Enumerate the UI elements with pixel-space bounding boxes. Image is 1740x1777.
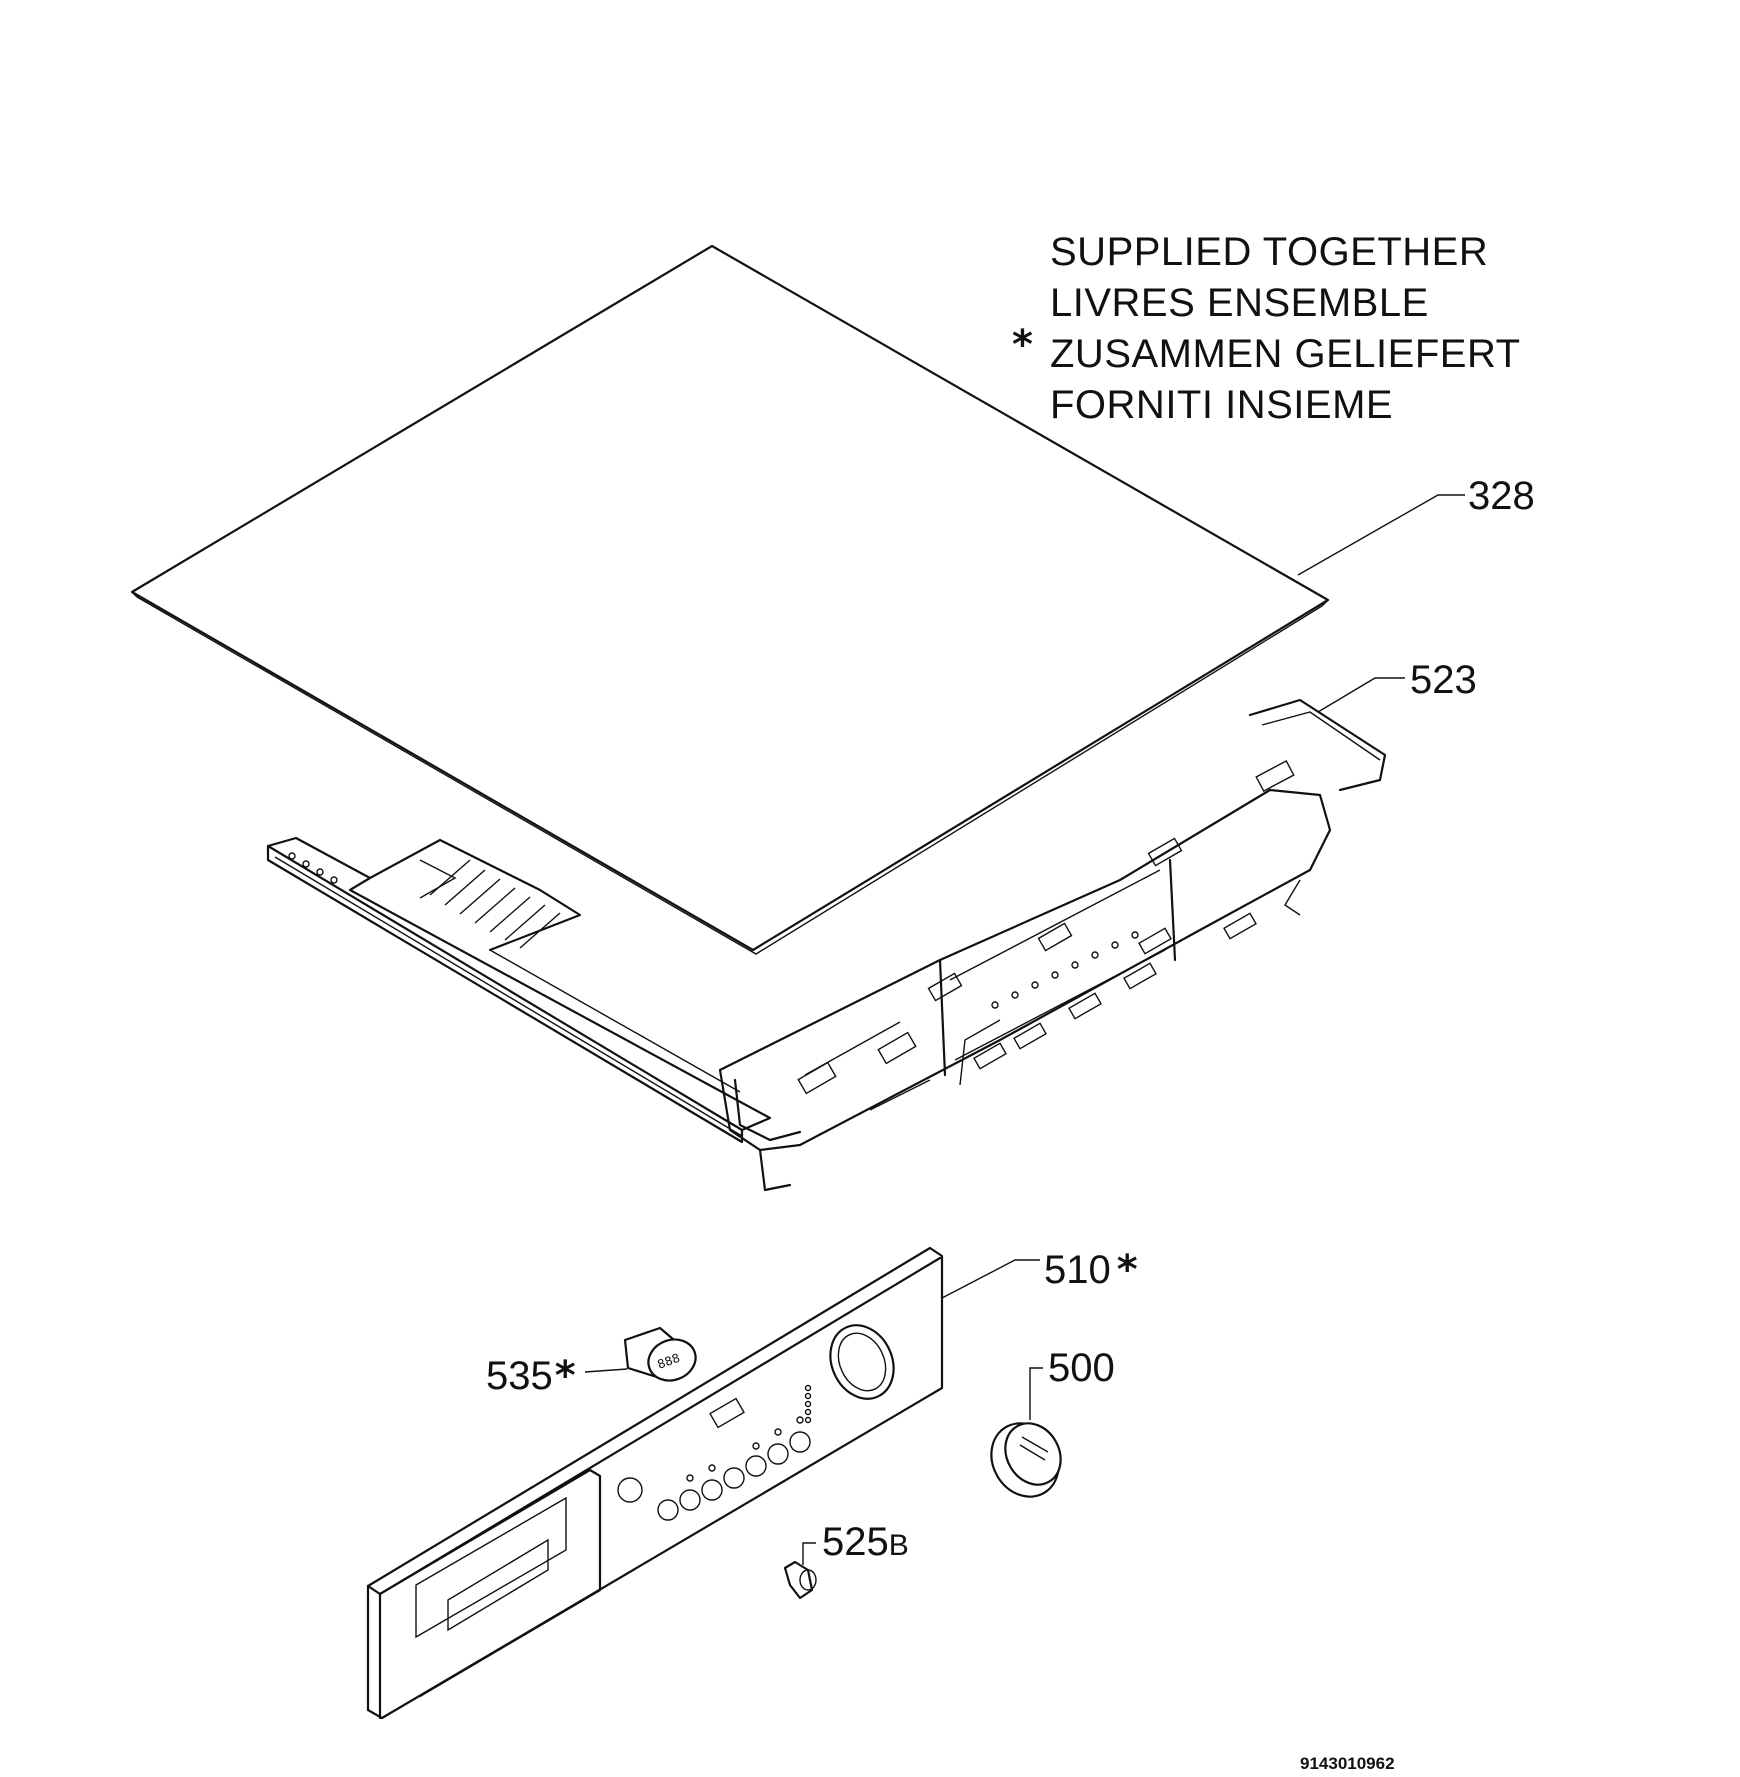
legend-asterisk: *: [1012, 322, 1033, 368]
callout-510-asterisk: *: [1116, 1247, 1138, 1293]
part-500-knob: [990, 1422, 1062, 1498]
part-328-top-cover: [130, 244, 1330, 955]
callout-510: 510*: [1044, 1250, 1138, 1290]
legend-line-en: SUPPLIED TOGETHER: [1050, 230, 1489, 274]
document-number: 9143010962: [1300, 1754, 1395, 1773]
legend-line-fr: LIVRES ENSEMBLE: [1050, 281, 1429, 325]
callout-510-number: 510: [1044, 1248, 1111, 1292]
part-523-panel-frame: [266, 698, 1387, 1192]
indicator-led-column: [804, 1384, 812, 1424]
callout-328: 328: [1468, 474, 1535, 518]
leader-lines: [584, 494, 1465, 1565]
callout-525b-number: 525: [822, 1520, 889, 1564]
callout-525b: 525B: [822, 1522, 909, 1562]
part-535-display-module: 888: [623, 1326, 697, 1382]
callout-535-number: 535: [486, 1354, 553, 1398]
callout-523: 523: [1410, 658, 1477, 702]
callout-500: 500: [1048, 1346, 1115, 1390]
part-525b-lamp: [783, 1560, 817, 1600]
callout-535: 535*: [486, 1356, 576, 1396]
legend-line-de: ZUSAMMEN GELIEFERT: [1050, 332, 1521, 376]
legend-line-it: FORNITI INSIEME: [1050, 383, 1394, 427]
callout-535-asterisk: *: [554, 1353, 576, 1399]
callout-525b-suffix: B: [888, 1529, 909, 1562]
part-510-control-panel: [366, 1246, 944, 1720]
